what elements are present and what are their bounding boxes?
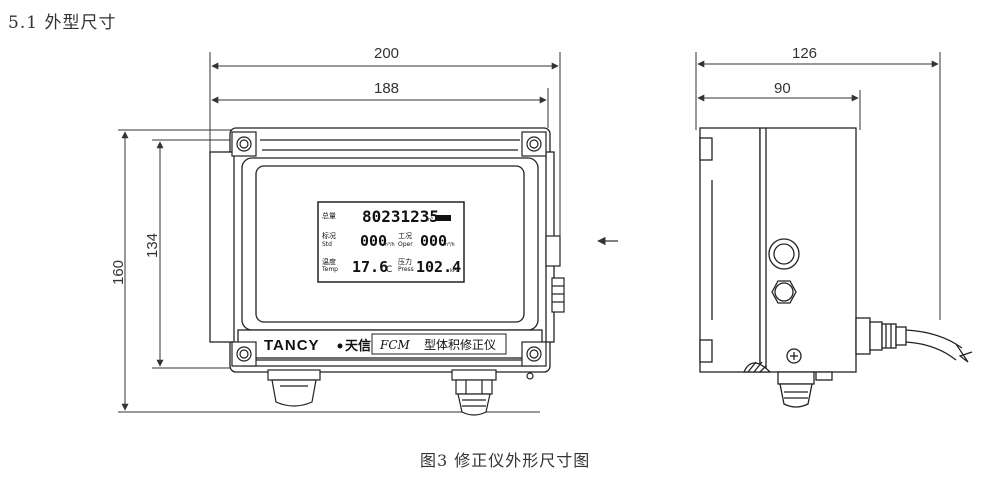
lcd-std-label-en: Std <box>322 241 332 248</box>
figure-caption: 图3 修正仪外形尺寸图 <box>420 451 591 470</box>
lcd-display: 总量 80231235 m³ 标况 Std 000 m³/h 工况 Oper 0… <box>317 201 465 283</box>
lcd-temp-label-en: Temp <box>321 266 338 273</box>
lcd-oper-label-cn: 工况 <box>398 232 412 240</box>
dim-side-width-inner: 90 <box>774 80 791 97</box>
lcd-temp-value: 17.6 <box>352 258 388 276</box>
brand-logo: TANCY <box>264 337 320 354</box>
side-dimension-lines <box>695 52 941 320</box>
lcd-total-unit: m³ <box>426 217 433 223</box>
brand-cn: 天信 <box>345 338 371 354</box>
dim-front-width-outer: 200 <box>374 45 400 62</box>
lcd-temp-label-cn: 温度 <box>322 257 336 266</box>
battery-icon <box>435 215 451 221</box>
lcd-oper-value: 000 <box>420 232 447 250</box>
lcd-total-label: 总量 <box>322 211 336 220</box>
lcd-press-unit: kPa <box>450 268 459 274</box>
lcd-oper-unit: m³/h <box>443 242 455 248</box>
front-dimension-lines <box>118 52 561 413</box>
dim-front-width-inner: 188 <box>374 80 400 97</box>
side-enclosure <box>699 127 907 408</box>
model-name: FCM <box>379 338 411 352</box>
lcd-std-value: 000 <box>360 232 387 250</box>
lcd-press-label-cn: 压力 <box>398 257 412 266</box>
lcd-press-value: 102.4 <box>416 258 461 276</box>
lcd-press-label-en: Press <box>398 266 414 273</box>
side-cable <box>905 329 973 363</box>
model-desc: 型体积修正仪 <box>424 337 496 352</box>
brand-dot-icon <box>337 343 343 349</box>
lcd-oper-label-en: Oper <box>398 241 413 248</box>
lcd-temp-unit: C <box>386 265 392 275</box>
model-plate <box>371 333 507 355</box>
dim-side-width-outer: 126 <box>792 45 818 62</box>
front-side-connectors <box>545 235 565 313</box>
section-title: 5.1 外型尺寸 <box>8 13 117 33</box>
lcd-std-label-cn: 标况 <box>322 231 336 240</box>
lcd-total-value: 80231235 <box>362 207 439 226</box>
corner-screws <box>231 131 547 367</box>
lcd-std-unit: m³/h <box>383 242 395 248</box>
front-cable-glands <box>267 369 534 416</box>
